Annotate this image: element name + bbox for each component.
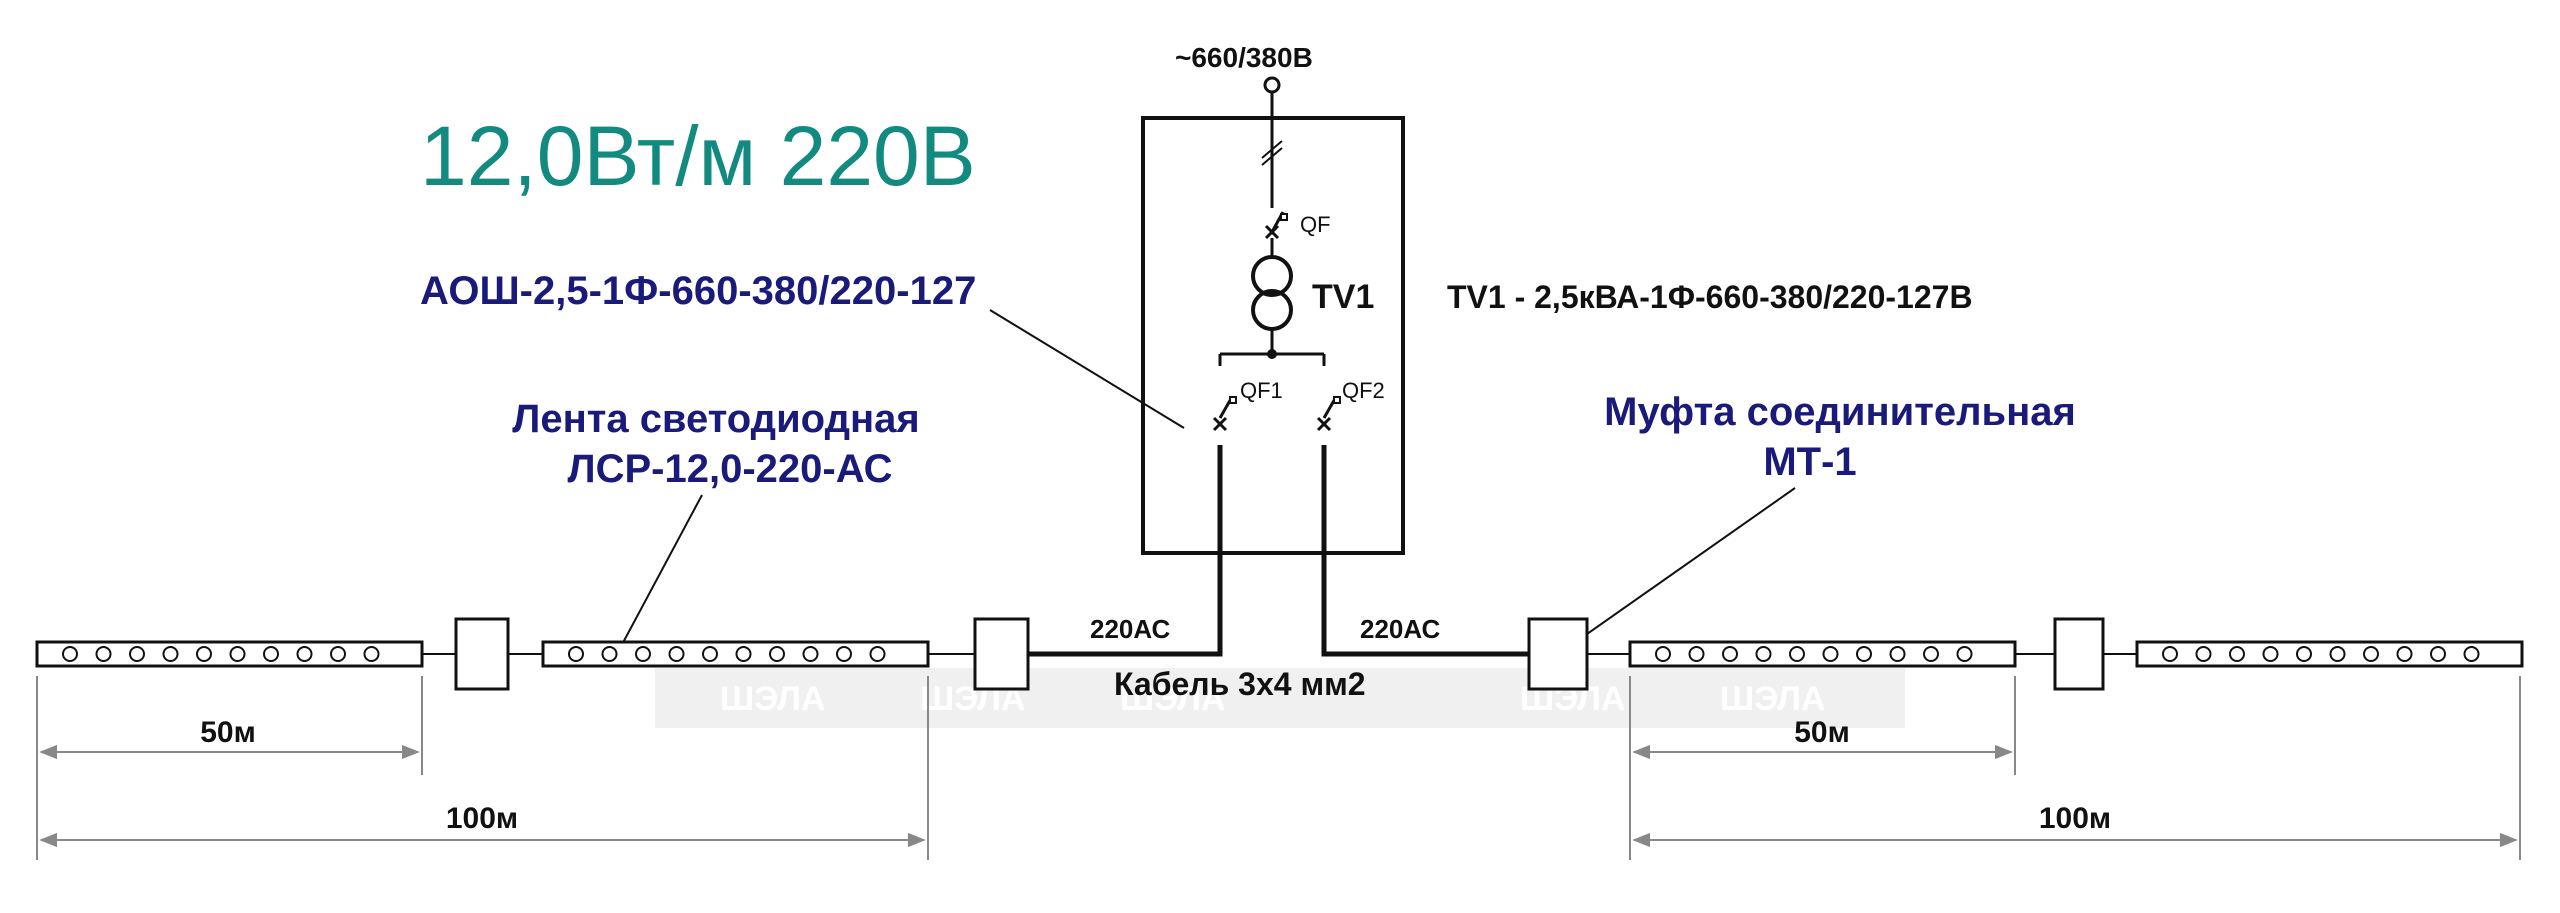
watermark-text: ШЭЛА bbox=[720, 680, 825, 718]
led-diode bbox=[129, 646, 145, 662]
transformer-model-label: АОШ-2,5-1Ф-660-380/220-127 bbox=[420, 269, 976, 313]
led-diode bbox=[601, 646, 618, 662]
led-diode bbox=[196, 646, 212, 662]
led-diode bbox=[2229, 646, 2245, 662]
led-diode bbox=[363, 646, 380, 662]
led-diode bbox=[2463, 646, 2480, 662]
led-diode bbox=[668, 646, 685, 662]
led-diode bbox=[2195, 646, 2212, 662]
cable-right bbox=[1321, 445, 1529, 657]
led-diode bbox=[263, 646, 279, 662]
breaker-qf2 bbox=[1316, 354, 1341, 432]
led-diode bbox=[2162, 646, 2178, 662]
led-diode bbox=[296, 646, 313, 662]
dimension-right-total-label: 100м bbox=[2039, 802, 2111, 835]
cable-right-voltage: 220АС bbox=[1360, 614, 1441, 644]
led-strip-label-line1: Лента светодиодная bbox=[512, 397, 919, 441]
cable-label: Кабель 3х4 мм2 bbox=[1114, 666, 1366, 702]
led-diode bbox=[1889, 646, 1906, 662]
headline: 12,0Вт/м 220В bbox=[420, 109, 976, 203]
led-strip-label-line2: ЛСР-12,0-220-АС bbox=[568, 447, 893, 491]
breaker-qf2-label: QF2 bbox=[1342, 378, 1385, 403]
led-diode bbox=[735, 646, 752, 662]
led-diode bbox=[1956, 646, 1973, 662]
watermark-text: ШЭЛА bbox=[1120, 680, 1225, 718]
cable-left bbox=[1028, 445, 1223, 657]
phase-tick bbox=[1261, 140, 1283, 159]
led-diode bbox=[769, 646, 785, 662]
led-diode bbox=[2296, 646, 2312, 662]
coupling-label-line2: МТ-1 bbox=[1763, 440, 1856, 484]
dimension-left-segment bbox=[36, 676, 423, 775]
supply-terminal bbox=[1263, 76, 1281, 94]
coupling-label-line1: Муфта соединительная bbox=[1604, 390, 2076, 434]
led-diode bbox=[836, 646, 852, 662]
phase-tick bbox=[1261, 147, 1283, 166]
breaker-qf1 bbox=[1212, 354, 1237, 432]
transformer-spec: TV1 - 2,5кВА-1Ф-660-380/220-127В bbox=[1447, 279, 1973, 315]
main-breaker-label: QF bbox=[1300, 212, 1331, 237]
dimension-left-total bbox=[36, 676, 929, 860]
led-diode bbox=[568, 646, 584, 662]
led-diode bbox=[1655, 646, 1671, 662]
coupling-sleeve bbox=[1527, 617, 1589, 691]
led-diode bbox=[802, 646, 819, 662]
led-diode bbox=[62, 646, 78, 662]
supply-voltage-label: ~660/380В bbox=[1175, 42, 1313, 73]
cable-left-voltage: 220АС bbox=[1090, 614, 1171, 644]
led-diode bbox=[1789, 646, 1805, 662]
breaker-qf1-label: QF1 bbox=[1240, 378, 1283, 403]
led-diode bbox=[1856, 646, 1872, 662]
watermark-text: ШЭЛА bbox=[1720, 680, 1825, 718]
coupling-sleeve bbox=[2053, 617, 2105, 691]
dimension-right-total bbox=[1629, 676, 2521, 860]
led-diode bbox=[1923, 646, 1939, 662]
led-strip-leader bbox=[617, 494, 703, 653]
led-diode bbox=[229, 646, 246, 662]
led-diode bbox=[702, 646, 718, 662]
coupling-sleeve bbox=[454, 617, 510, 691]
main-breaker-qf bbox=[1264, 211, 1288, 258]
transformer-label: TV1 bbox=[1312, 278, 1374, 316]
led-diode bbox=[2262, 646, 2279, 662]
transformer-cabinet bbox=[1141, 116, 1405, 555]
led-diode bbox=[869, 646, 886, 662]
dimension-left-segment-label: 50м bbox=[200, 716, 256, 749]
led-diode bbox=[2396, 646, 2413, 662]
led-diode bbox=[1722, 646, 1738, 662]
transformer-leader bbox=[989, 309, 1185, 429]
led-diode bbox=[2363, 646, 2379, 662]
dimension-right-segment-label: 50м bbox=[1794, 716, 1850, 749]
led-diode bbox=[95, 646, 112, 662]
led-diode bbox=[330, 646, 346, 662]
led-diode bbox=[2430, 646, 2446, 662]
dimension-right-segment bbox=[1629, 676, 2016, 775]
led-diode bbox=[635, 646, 651, 662]
led-diode bbox=[1688, 646, 1705, 662]
dimension-left-total-label: 100м bbox=[446, 802, 518, 835]
led-diode bbox=[2329, 646, 2346, 662]
led-diode bbox=[1755, 646, 1772, 662]
led-diode bbox=[1822, 646, 1839, 662]
coupling-sleeve bbox=[973, 617, 1030, 691]
transformer-primary-coil bbox=[1251, 255, 1293, 297]
led-diode bbox=[162, 646, 179, 662]
coupling-leader bbox=[1559, 487, 1796, 654]
